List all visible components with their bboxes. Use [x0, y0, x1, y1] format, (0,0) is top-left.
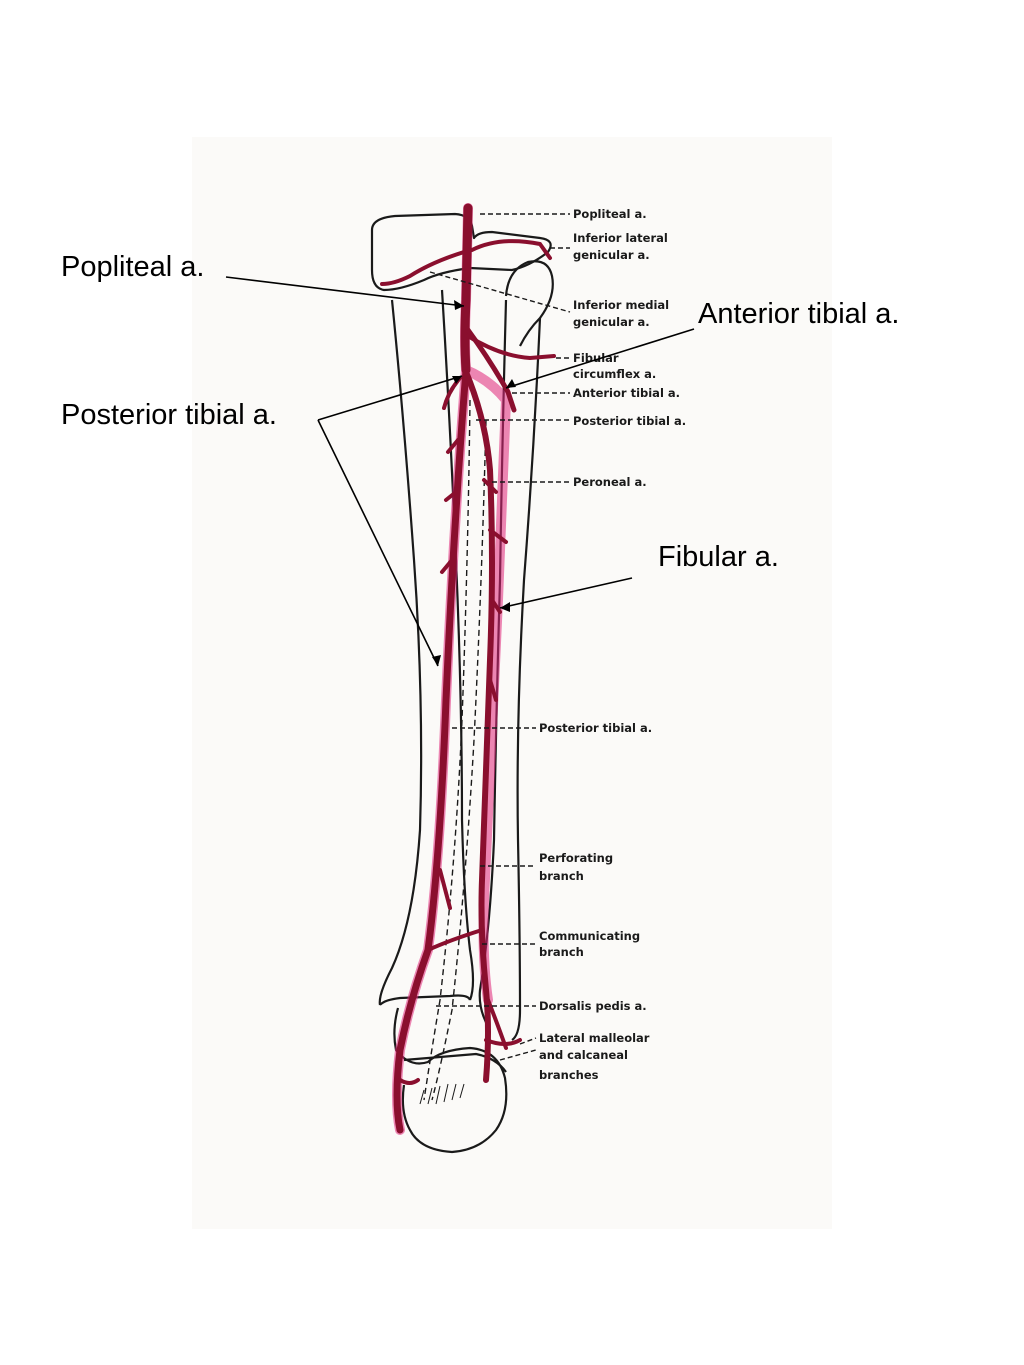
talus-inner: [403, 1052, 507, 1073]
label-perforating-1: Perforating: [539, 851, 613, 865]
label-anterior-tibial: Anterior tibial a.: [573, 386, 680, 400]
label-popliteal: Popliteal a.: [573, 207, 647, 221]
leader-popliteal: [225, 276, 465, 307]
posterior-tibial-artery: [393, 366, 470, 1134]
callout-anterior-tibial: Anterior tibial a.: [698, 298, 900, 330]
label-lateral-malleolar-2: and calcaneal: [539, 1048, 628, 1062]
label-fibular-circumflex-2: circumflex a.: [573, 367, 656, 381]
figure-labels: Popliteal a. Inferior lateral genicular …: [539, 207, 686, 1082]
label-inferior-medial-genicular-1: Inferior medial: [573, 298, 669, 312]
tibia-distal: [379, 994, 472, 1006]
interosseous-dashed-1: [423, 399, 471, 1101]
popliteal-artery: [460, 203, 473, 375]
label-peroneal: Peroneal a.: [573, 475, 647, 489]
inferior-lateral-genicular-artery: [470, 239, 552, 260]
talus: [393, 1007, 508, 1154]
figure-leaders: [429, 213, 571, 1061]
leader-fibular: [499, 577, 633, 609]
leader-posterior-tibial-upper: [317, 375, 463, 421]
label-posterior-tibial-upper: Posterior tibial a.: [573, 414, 686, 428]
label-lateral-malleolar-3: branches: [539, 1068, 599, 1082]
ankle-hatch: [419, 1083, 465, 1105]
callout-popliteal: Popliteal a.: [61, 251, 205, 283]
label-dorsalis-pedis: Dorsalis pedis a.: [539, 999, 647, 1013]
label-perforating-2: branch: [539, 869, 584, 883]
label-posterior-tibial-lower: Posterior tibial a.: [539, 721, 652, 735]
callout-leaders: [225, 276, 695, 667]
muscular-branches: [398, 376, 522, 1085]
label-inferior-lateral-genicular-2: genicular a.: [573, 248, 650, 262]
label-communicating-1: Communicating: [539, 929, 640, 943]
fibular-circumflex-artery: [466, 334, 556, 361]
tibia-shaft-medial: [378, 299, 423, 1006]
fibula-head: [504, 260, 554, 347]
fibula-shaft-outer: [511, 317, 542, 1041]
bones: [370, 212, 554, 1154]
callout-posterior-tibial: Posterior tibial a.: [61, 399, 277, 431]
inferior-medial-genicular-artery: [380, 250, 466, 286]
label-inferior-lateral-genicular-1: Inferior lateral: [573, 231, 668, 245]
leader-anterior-tibial: [505, 328, 695, 389]
label-communicating-2: branch: [539, 945, 584, 959]
fibular-artery: [463, 369, 495, 1083]
interosseous-dashed-2: [431, 419, 487, 1101]
leader-posterior-tibial-lower: [317, 419, 439, 667]
callout-arrowheads: [432, 300, 516, 666]
label-inferior-medial-genicular-2: genicular a.: [573, 315, 650, 329]
arteries: [380, 203, 556, 1135]
label-fibular-circumflex-1: Fibular: [573, 351, 619, 365]
illustration-panel: [192, 137, 832, 1229]
callout-fibular: Fibular a.: [658, 541, 779, 573]
label-lateral-malleolar-1: Lateral malleolar: [539, 1031, 650, 1045]
